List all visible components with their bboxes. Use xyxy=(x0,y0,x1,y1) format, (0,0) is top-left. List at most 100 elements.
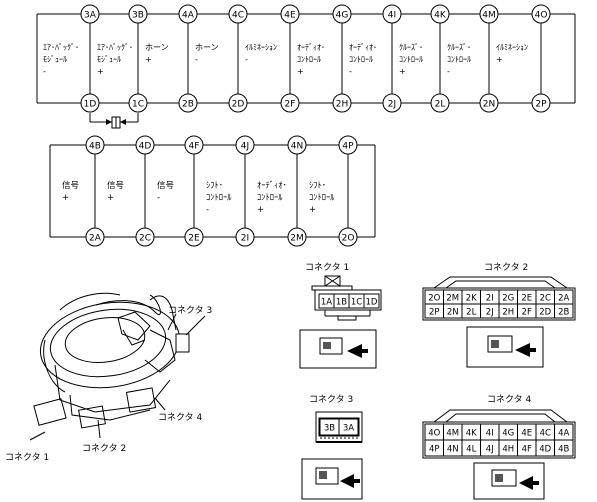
pin-label: 2A xyxy=(89,234,102,244)
circuit-label: ｲﾙﾐﾈｰｼｮﾝ xyxy=(245,43,277,52)
pin-label: 2B xyxy=(182,100,194,110)
circuit-label: ｼﾌﾄ･ xyxy=(206,181,223,191)
pin-cell-4G: 4G xyxy=(498,423,518,441)
circuit-label: + xyxy=(62,193,69,203)
circuit-label: ﾓｼﾞｭｰﾙ xyxy=(97,55,121,64)
pin-label: 2F xyxy=(285,100,296,110)
circuit-label: - xyxy=(447,67,450,76)
pin-4O: 4O xyxy=(531,4,551,24)
pin-2L: 2L xyxy=(430,93,450,113)
pin-label: 4M xyxy=(482,11,496,21)
pin-cell-label: 2I xyxy=(486,294,494,304)
pin-cell-4P: 4P xyxy=(424,439,444,457)
pin-2H: 2H xyxy=(332,93,352,113)
pin-cell-2F: 2F xyxy=(517,303,537,319)
pin-cell-label: 2P xyxy=(429,308,440,318)
pin-4J: 4J xyxy=(235,135,255,155)
pin-cell-2M: 2M xyxy=(443,289,463,305)
pin-cell-label: 4J xyxy=(486,445,494,455)
pin-label: 4F xyxy=(189,142,200,152)
assembly-label-connector4: コネクタ 4 xyxy=(158,412,203,423)
pin-cell-label: 2M xyxy=(446,294,459,304)
pin-cell-4K: 4K xyxy=(461,423,481,441)
circuit-label: ｵｰﾃﾞｨｵ･ xyxy=(297,43,325,52)
pin-label: 4D xyxy=(139,142,152,152)
pin-label: 4C xyxy=(232,11,244,21)
pin-4D: 4D xyxy=(135,135,155,155)
pin-cell-label: 4P xyxy=(429,445,440,455)
pin-cell-label: 2J xyxy=(486,308,494,318)
pin-cell-label: 4H xyxy=(502,445,514,455)
middle-circuit: 信号+信号+信号-ｼﾌﾄ･ｺﾝﾄﾛｰﾙ-ｵｰﾃﾞｨｵ･ｺﾝﾄﾛｰﾙ+ｼﾌﾄ･ｺﾝ… xyxy=(49,135,376,247)
circuit-label: ｺﾝﾄﾛｰﾙ xyxy=(206,193,232,203)
pin-cell-label: 2C xyxy=(540,294,551,304)
circuit-label: + xyxy=(107,193,114,203)
pin-label: 4K xyxy=(434,11,447,21)
pin-3A: 3A xyxy=(80,4,100,24)
pin-cell-2O: 2O xyxy=(424,289,444,305)
circuit-label: - xyxy=(195,55,198,64)
pin-3B: 3B xyxy=(128,4,148,24)
pin-cell-2K: 2K xyxy=(461,289,481,305)
circuit-label: ホーン xyxy=(195,43,219,52)
pin-cell-label: 2N xyxy=(447,308,459,318)
pin-4M: 4M xyxy=(479,4,499,24)
pin-cell-1D: 1D xyxy=(363,293,380,309)
circuit-label: - xyxy=(43,67,46,76)
pin-cell-2E: 2E xyxy=(517,289,537,305)
pin-2I: 2I xyxy=(235,227,255,247)
pin-cell-3B: 3B xyxy=(319,418,340,436)
pin-2C: 2C xyxy=(135,227,155,247)
pin-4C: 4C xyxy=(228,4,248,24)
pin-cell-2J: 2J xyxy=(480,303,500,319)
pin-4B: 4B xyxy=(85,135,105,155)
pin-label: 2O xyxy=(342,234,355,244)
pin-cell-label: 1D xyxy=(366,298,378,308)
pin-2N: 2N xyxy=(479,93,499,113)
pin-cell-label: 1A xyxy=(321,298,332,308)
connector2-view-icon xyxy=(466,326,544,368)
pin-label: 4B xyxy=(89,142,101,152)
connector1-title: コネクタ 1 xyxy=(305,262,349,273)
pin-label: 1D xyxy=(84,100,97,110)
pin-cell-4A: 4A xyxy=(554,423,574,441)
pin-cell-label: 3A xyxy=(343,424,354,434)
pin-4F: 4F xyxy=(184,135,204,155)
pin-cell-label: 2O xyxy=(428,294,440,304)
pin-label: 2M xyxy=(290,234,304,244)
circuit-label: - xyxy=(157,193,160,203)
pin-cell-label: 2D xyxy=(539,308,551,318)
circuit-label: 信号 xyxy=(157,180,174,191)
circuit-label: + xyxy=(309,205,316,215)
pin-cell-4B: 4B xyxy=(554,439,574,457)
pin-label: 4E xyxy=(284,11,296,21)
pin-cell-2B: 2B xyxy=(554,303,574,319)
pin-4I: 4I xyxy=(382,4,402,24)
circuit-label: ホーン xyxy=(145,43,169,52)
pin-1C: 1C xyxy=(128,93,148,113)
pin-cell-1A: 1A xyxy=(318,293,335,309)
pin-cell-2N: 2N xyxy=(443,303,463,319)
pin-4K: 4K xyxy=(430,4,450,24)
pin-label: 2D xyxy=(232,100,245,110)
pin-cell-label: 2B xyxy=(558,308,569,318)
pin-cell-label: 4K xyxy=(466,429,477,439)
circuit-label: ｸﾙｰｽﾞ･ xyxy=(399,43,423,52)
assembly-label-connector3: コネクタ 3 xyxy=(168,305,212,316)
pin-cell-label: 2A xyxy=(558,294,569,304)
circuit-label: + xyxy=(496,55,503,64)
clockspring-assembly xyxy=(29,292,206,441)
pin-cell-4F: 4F xyxy=(517,439,537,457)
pin-2E: 2E xyxy=(184,227,204,247)
top-circuit: ｴｱ･ﾊﾞｯｸﾞ･ﾓｼﾞｭｰﾙ-ｴｱ･ﾊﾞｯｸﾞ･ﾓｼﾞｭｰﾙ+ホーン+ホーン-… xyxy=(36,4,576,113)
circuit-label: + xyxy=(399,67,406,76)
pin-cell-label: 4G xyxy=(502,429,514,439)
circuit-label: ﾓｼﾞｭｰﾙ xyxy=(43,55,67,64)
pin-2O: 2O xyxy=(338,227,358,247)
pin-cell-2I: 2I xyxy=(480,289,500,305)
pin-cell-4C: 4C xyxy=(535,423,555,441)
pin-label: 4P xyxy=(342,142,354,152)
circuit-label: + xyxy=(97,67,104,76)
